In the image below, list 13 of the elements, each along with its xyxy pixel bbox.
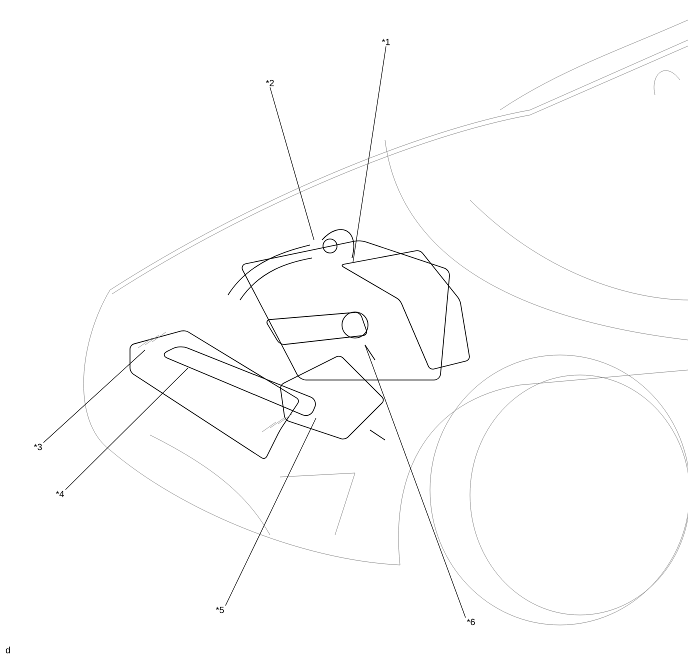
callout-number: *2 [266, 80, 274, 86]
callout-number: *6 [466, 618, 475, 626]
leader-line [65, 368, 188, 490]
callout-number: *4 [56, 490, 64, 498]
leader-line [43, 350, 146, 443]
callout-number: *3 [34, 444, 42, 450]
leader-line [352, 46, 386, 262]
leader-line [364, 344, 466, 618]
figure-code: d [6, 646, 10, 654]
leader-line [225, 418, 316, 606]
callout-number: *5 [216, 606, 224, 614]
leader-line [270, 87, 314, 240]
callout-number: *1 [382, 38, 390, 46]
